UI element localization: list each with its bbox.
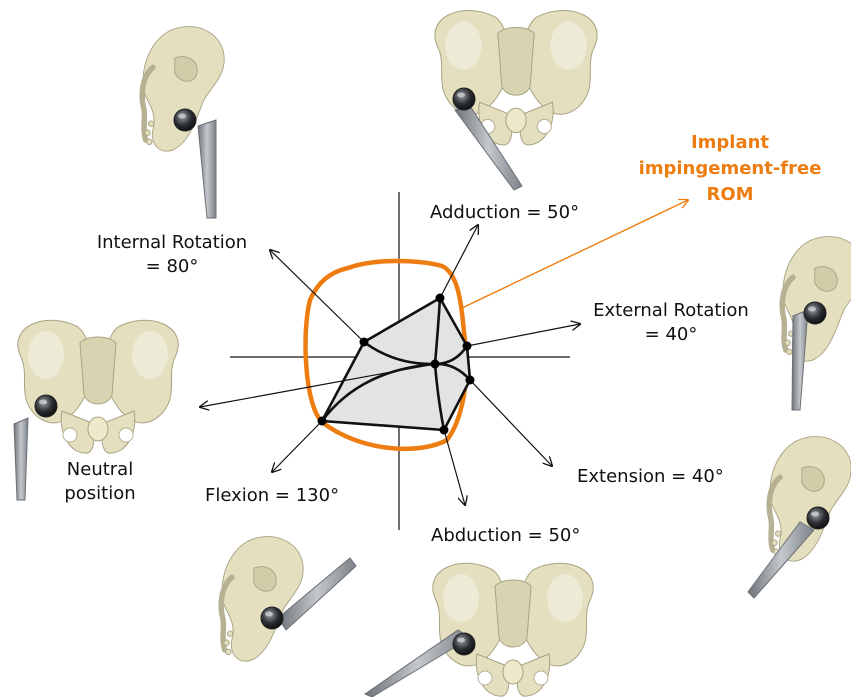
label-extension: Extension = 40° [577,465,724,489]
callout-implant-rom: Implant impingement-free ROM [630,130,830,208]
vertex-flexion [318,417,327,426]
callout-line2: impingement-free [630,156,830,182]
pelvis-adduction-illustration [435,11,597,190]
vertex-extension [466,376,475,385]
label-external-rotation-line1: External Rotation [583,299,759,323]
label-external-rotation-line2: = 40° [583,323,759,347]
vertex-internal-rotation [360,338,369,347]
pelvis-external-rotation-illustration [782,237,851,410]
pelvis-extension-illustration [748,437,851,598]
vertex-neutral [431,360,440,369]
callout-line3: ROM [630,182,830,208]
pelvis-flexion-illustration [221,537,356,662]
label-flexion: Flexion = 130° [205,484,339,508]
label-adduction: Adduction = 50° [430,201,579,225]
arrow-flexion [272,421,322,472]
callout-line1: Implant [630,130,830,156]
pelvis-internal-rotation-illustration [142,27,224,218]
label-internal-rotation-line1: Internal Rotation [86,231,258,255]
arrow-abduction [444,430,465,505]
vertex-external-rotation [463,342,472,351]
label-internal-rotation: Internal Rotation = 80° [86,231,258,279]
label-neutral-position: Neutral position [50,458,150,506]
label-neutral-line1: Neutral [50,458,150,482]
arrow-external-rotation [467,324,580,346]
vertex-adduction [436,294,445,303]
arrow-extension [470,380,552,466]
arrow-internal-rotation [270,250,364,342]
pelvis-abduction-illustration [365,563,593,697]
label-abduction: Abduction = 50° [431,524,580,548]
label-internal-rotation-line2: = 80° [86,255,258,279]
vertex-abduction [440,426,449,435]
label-external-rotation: External Rotation = 40° [583,299,759,347]
label-neutral-line2: position [50,482,150,506]
